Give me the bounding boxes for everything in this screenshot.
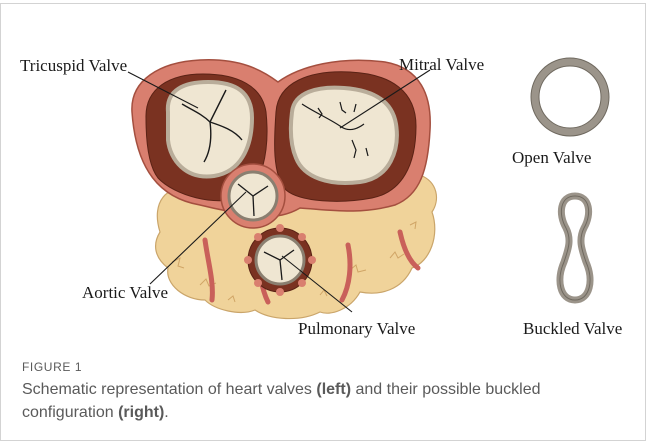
label-open-valve: Open Valve [512, 148, 591, 167]
figure-label: FIGURE 1 [22, 360, 82, 374]
label-aortic-valve: Aortic Valve [82, 283, 168, 302]
open-valve-ring [535, 62, 605, 132]
caption-bold-right: (right) [118, 404, 164, 421]
buckled-valve-ring [560, 196, 590, 300]
open-valve-ring-inner-edge [539, 66, 601, 128]
label-mitral-valve: Mitral Valve [399, 55, 484, 74]
figure-caption: Schematic representation of heart valves… [22, 378, 622, 424]
label-tricuspid-valve: Tricuspid Valve [20, 56, 127, 75]
label-pulmonary-valve: Pulmonary Valve [298, 319, 415, 338]
tricuspid-valve [168, 82, 252, 177]
caption-text-3: . [164, 404, 168, 421]
open-valve-ring-outer-edge [531, 58, 609, 136]
caption-bold-left: (left) [316, 381, 351, 398]
label-buckled-valve: Buckled Valve [523, 319, 622, 338]
caption-text-1: Schematic representation of heart valves [22, 381, 316, 398]
